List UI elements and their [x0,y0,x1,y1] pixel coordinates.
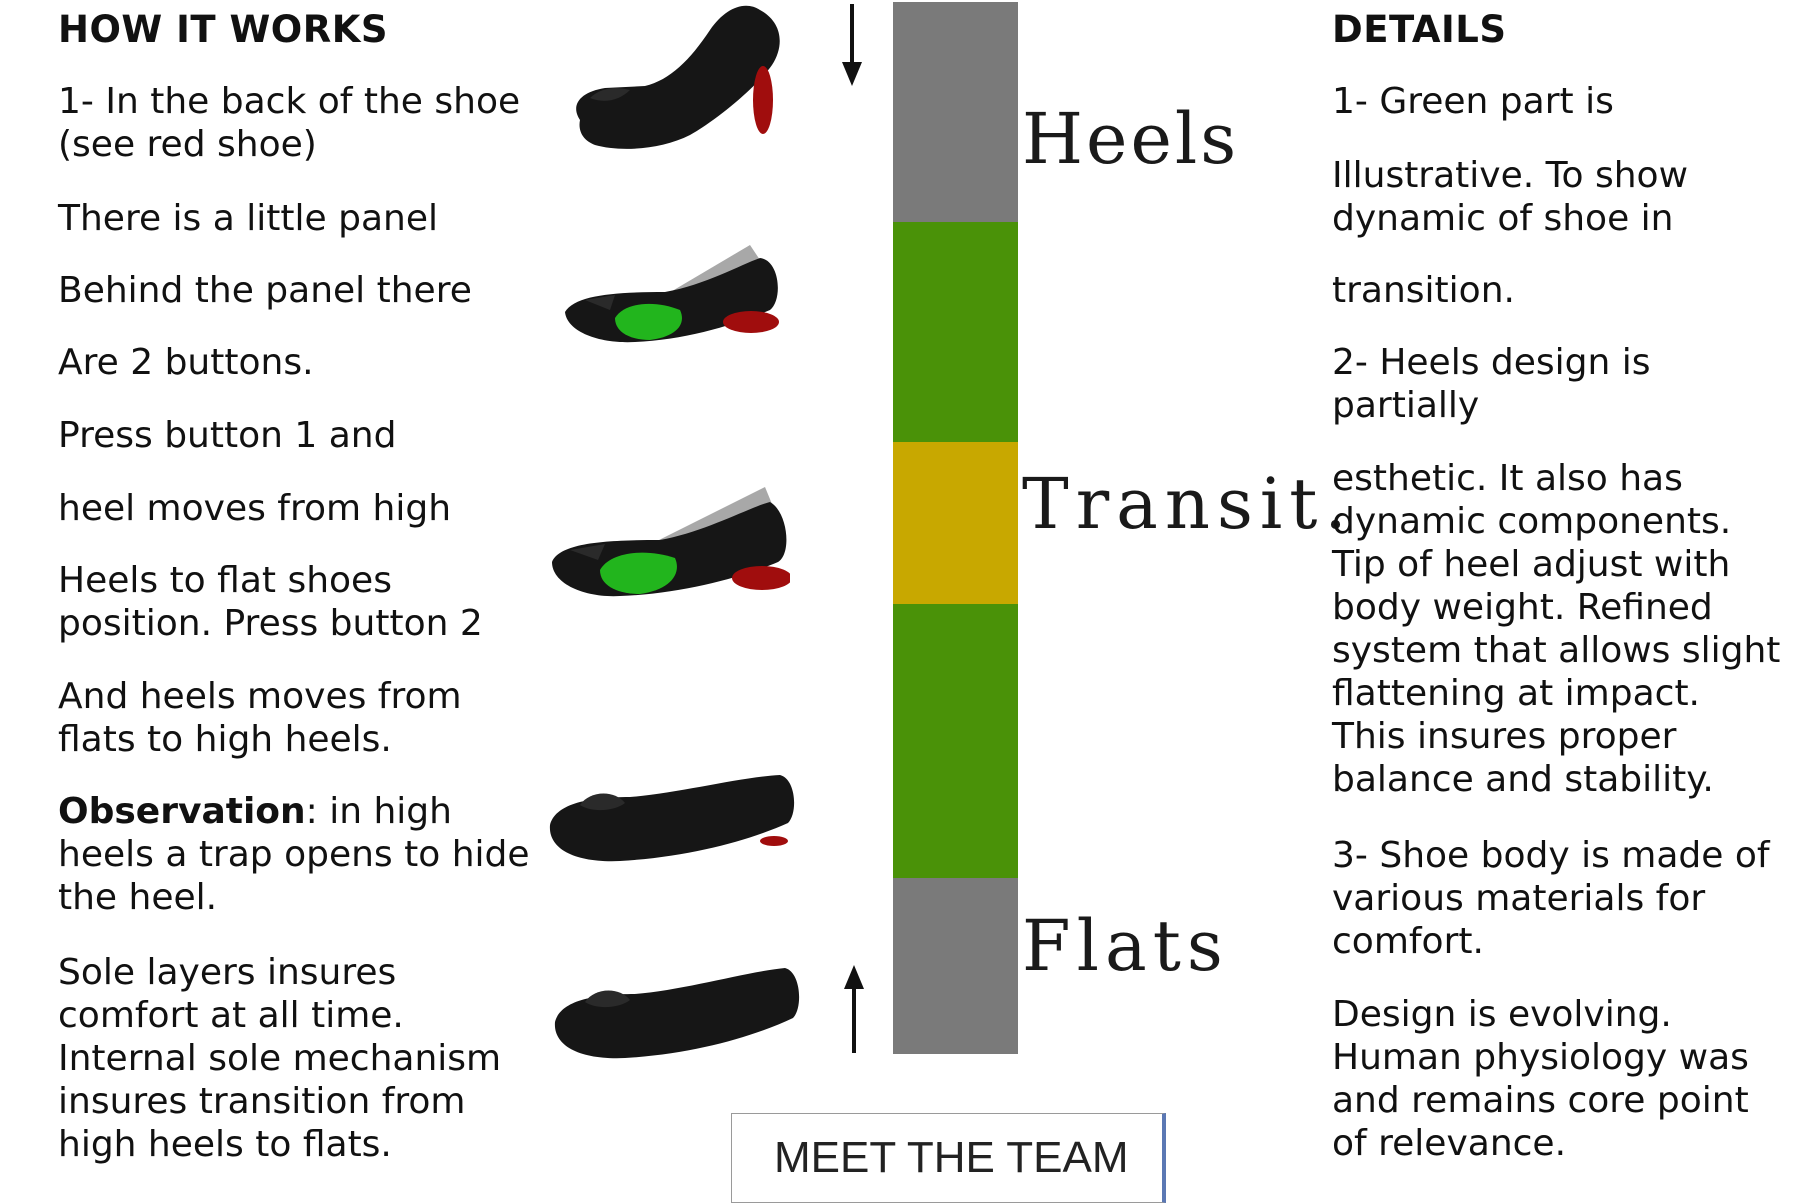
detail-2-esthetic: esthetic. It also has dynamic components… [1332,458,1781,800]
up-arrow-icon [844,965,864,1053]
detail-1-transition: transition. [1332,270,1515,311]
transition-bar [893,2,1018,1054]
meet-the-team-button[interactable]: MEET THE TEAM [731,1113,1166,1203]
bar-flats-segment [893,878,1018,1054]
detail-1: 1- Green part is [1332,81,1614,122]
bar-upper-green-segment [893,222,1018,442]
step-behind-panel: Behind the panel there [58,270,472,311]
stage-label-transit: Transit. [1022,463,1354,545]
sole-layers-note: Sole layers insures comfort at all time.… [58,952,502,1165]
detail-evolving: Design is evolving. Human physiology was… [1332,994,1749,1164]
step-1: 1- In the back of the shoe (see red shoe… [58,81,521,165]
step-panel: There is a little panel [58,198,438,239]
transition-shoe-1-icon [565,245,779,343]
step-buttons: Are 2 buttons. [58,342,314,383]
detail-3: 3- Shoe body is made of various material… [1332,835,1770,962]
bar-transit-segment [893,442,1018,604]
observation-note: Observation: in high heels a trap opens … [58,791,530,918]
bar-heels-segment [893,2,1018,222]
observation-label: Observation [58,791,306,832]
how-it-works-heading: HOW IT WORKS [58,8,389,51]
down-arrow-icon [842,4,862,86]
bar-lower-green-segment [893,604,1018,878]
step-press-1: Press button 1 and [58,415,397,456]
flat-shoe-2-icon [554,968,800,1059]
stage-label-heels: Heels [1022,98,1240,180]
details-heading: DETAILS [1332,8,1507,51]
step-heels-to-flat: Heels to flat shoes position. Press butt… [58,560,483,644]
transition-shoe-2-icon [552,487,790,597]
detail-1-illustrative: Illustrative. To show dynamic of shoe in [1332,155,1689,239]
step-flats-to-heels: And heels moves from flats to high heels… [58,676,462,760]
flat-shoe-1-icon [549,775,795,862]
step-heel-moves: heel moves from high [58,488,452,529]
stage-label-flats: Flats [1022,905,1229,987]
detail-2: 2- Heels design is partially [1332,342,1651,426]
high-heel-shoe-icon [576,5,780,149]
